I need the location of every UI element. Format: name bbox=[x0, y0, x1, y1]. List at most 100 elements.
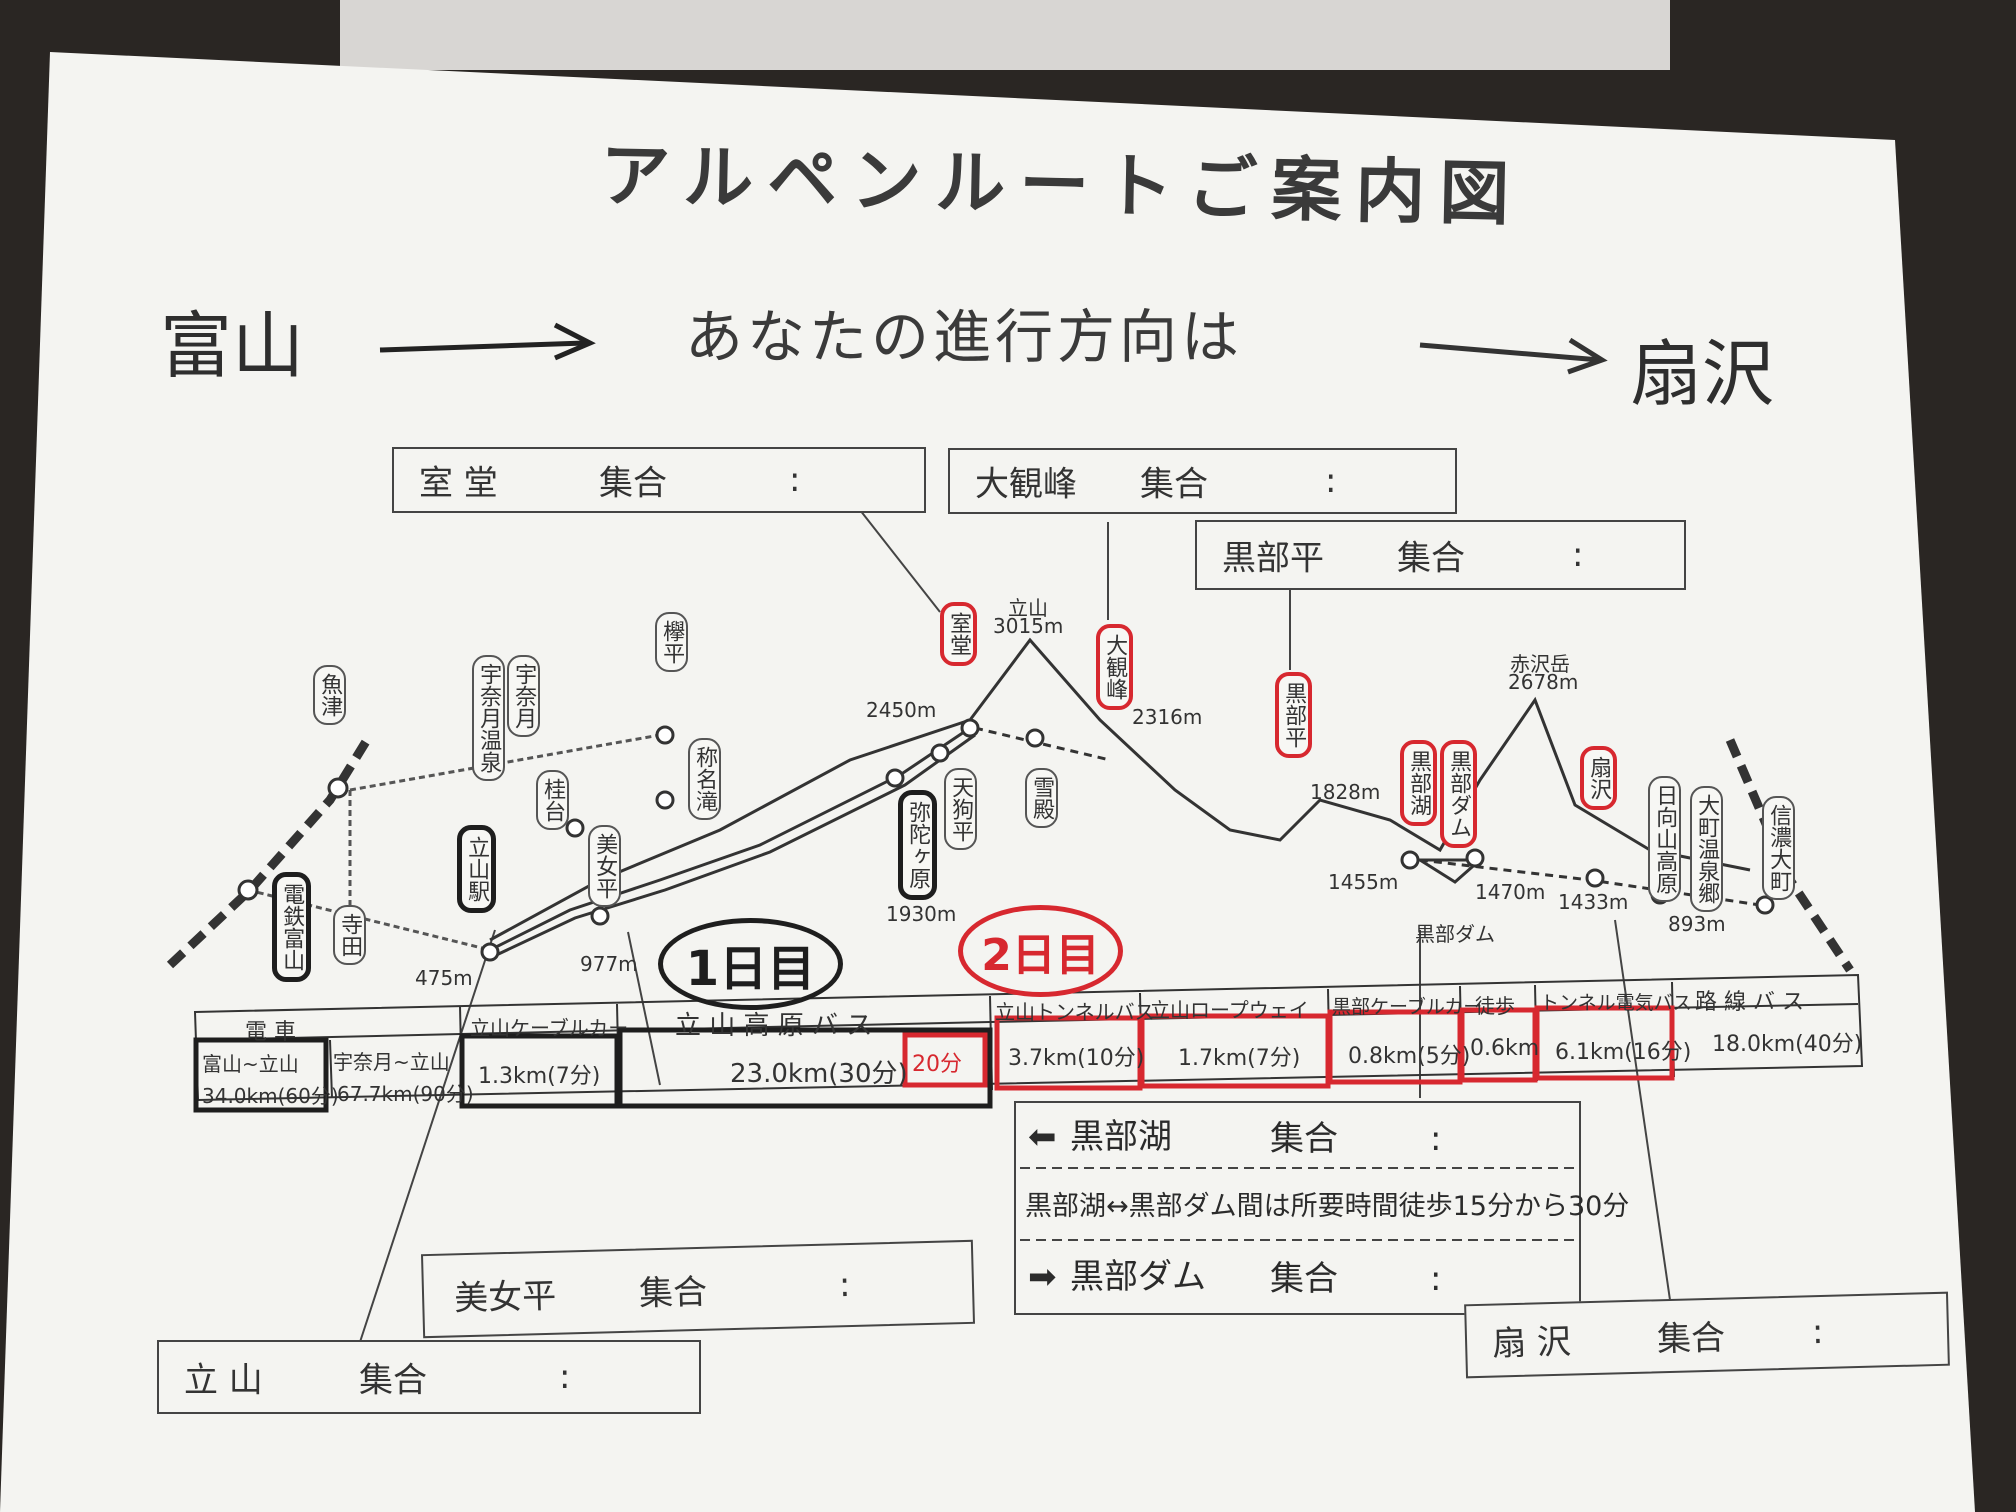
meeting-time: : bbox=[838, 1265, 851, 1306]
arrow-left-icon: ⬅ bbox=[1028, 1117, 1057, 1157]
segment-train-header: 電 車 bbox=[245, 1020, 296, 1045]
elev-midagahara: 1930m bbox=[886, 902, 957, 926]
station-ogisawa: 扇沢 bbox=[1580, 746, 1618, 810]
walking-note: 黒部湖↔黒部ダム間は所要時間徒歩15分から30分 bbox=[1025, 1191, 1630, 1222]
station-shomyo-falls: 称名滝 bbox=[688, 738, 722, 820]
meeting-label: 集合 bbox=[1140, 464, 1208, 505]
station-tateyama: 立山駅 bbox=[457, 825, 497, 913]
meeting-place: 立 山 bbox=[184, 1360, 263, 1401]
station-kurobeko: 黒部湖 bbox=[1400, 740, 1438, 826]
station-bijodaira: 美女平 bbox=[588, 825, 622, 907]
meeting-kurobedaira: 黒部平 集合 : bbox=[1195, 520, 1686, 590]
segment-cable-header: 立山ケーブルカー bbox=[470, 1016, 629, 1040]
station-keyakidaira: 欅平 bbox=[655, 612, 689, 672]
meeting-ogisawa: 扇 沢 集合 : bbox=[1464, 1291, 1950, 1379]
station-midagahara: 弥陀ヶ原 bbox=[898, 790, 938, 900]
elev-ogisawa: 1433m bbox=[1558, 890, 1629, 914]
meeting-place: 黒部平 bbox=[1222, 538, 1324, 579]
segment-train-route2: 宇奈月~立山 bbox=[333, 1050, 450, 1074]
day2-label: 2日目 bbox=[958, 905, 1123, 997]
meeting-time: : bbox=[559, 1357, 571, 1397]
station-unazuki-onsen: 宇奈月温泉 bbox=[472, 655, 506, 781]
segment-highland-bus-note: 20分 bbox=[912, 1052, 962, 1077]
direction-arrow-right bbox=[1419, 342, 1601, 363]
meeting-murodo: 室 堂 集合 : bbox=[392, 447, 926, 513]
origin-label: 富山 bbox=[160, 304, 305, 388]
elev-daikanbo: 2316m bbox=[1132, 705, 1203, 729]
arrow-right-icon: ➡ bbox=[1028, 1257, 1057, 1297]
meeting-time: : bbox=[789, 460, 801, 500]
segment-train-dist2: 67.7km(90分) bbox=[337, 1082, 474, 1106]
segment-kurobe-cable-value: 0.8km(5分) bbox=[1348, 1044, 1471, 1069]
peak-akazawa-name: 赤沢岳 bbox=[1510, 652, 1570, 676]
meeting-place: 室 堂 bbox=[419, 463, 498, 504]
station-murodo: 室堂 bbox=[940, 602, 978, 666]
day1-label: 1日目 bbox=[658, 918, 843, 1010]
segment-walk-header: 徒歩 bbox=[1475, 994, 1515, 1018]
station-kurobedaira: 黒部平 bbox=[1275, 672, 1313, 758]
meeting-tateyama: 立 山 集合 : bbox=[157, 1340, 701, 1414]
kurobedam-meeting-place: 黒部ダム bbox=[1070, 1257, 1206, 1297]
destination-label: 扇沢 bbox=[1630, 332, 1775, 416]
peak-akazawa-elev: 2678m bbox=[1508, 670, 1579, 694]
segment-highland-bus-value: 23.0km(30分) bbox=[730, 1059, 908, 1089]
segment-train-dist1: 34.0km(60分) bbox=[202, 1084, 339, 1108]
railway-track bbox=[166, 732, 374, 969]
elev-kurobeko: 1455m bbox=[1328, 870, 1399, 894]
meeting-label: 集合 bbox=[599, 463, 667, 504]
meeting-place: 美女平 bbox=[453, 1276, 557, 1319]
segment-tunnel-bus-header: 立山トンネルバス bbox=[995, 1000, 1155, 1024]
station-katsuradai: 桂台 bbox=[536, 770, 570, 830]
station-uozu: 魚津 bbox=[313, 665, 347, 725]
segment-trolley-header: トンネル電気バス bbox=[1540, 992, 1692, 1014]
elev-kurobedam: 1470m bbox=[1475, 880, 1546, 904]
direction-text: あなたの進行方向は bbox=[685, 303, 1244, 371]
station-terada: 寺田 bbox=[333, 905, 367, 965]
kurobeko-meeting-time: : bbox=[1430, 1119, 1442, 1159]
kurobeko-meeting-label: 集合 bbox=[1270, 1119, 1338, 1159]
segment-route-bus-header: 路 線 バ ス bbox=[1695, 990, 1804, 1015]
meeting-label: 集合 bbox=[1656, 1318, 1726, 1360]
meeting-place: 扇 沢 bbox=[1491, 1322, 1572, 1365]
station-hinatayama: 日向山高原 bbox=[1648, 776, 1682, 902]
station-kurobedam: 黒部ダム bbox=[1440, 740, 1478, 848]
meeting-label: 集合 bbox=[638, 1272, 708, 1315]
meeting-daikanbo: 大観峰 集合 : bbox=[948, 448, 1457, 514]
meeting-time: : bbox=[1572, 535, 1584, 575]
segment-kurobe-cable-header: 黒部ケーブルカー bbox=[1332, 996, 1483, 1018]
direction-arrow-left bbox=[379, 340, 586, 353]
elev-bijodaira: 977m bbox=[580, 952, 638, 976]
segment-ropeway-value: 1.7km(7分) bbox=[1178, 1046, 1301, 1071]
meeting-label: 集合 bbox=[1397, 538, 1465, 579]
segment-route-bus-value: 18.0km(40分) bbox=[1712, 1032, 1863, 1057]
label-kurobe-dam: 黒部ダム bbox=[1415, 922, 1495, 946]
station-tengudaira: 天狗平 bbox=[944, 768, 978, 850]
elev-omachi: 893m bbox=[1668, 912, 1726, 936]
elev-tateyama: 475m bbox=[415, 966, 473, 990]
station-unazuki: 宇奈月 bbox=[507, 655, 541, 737]
terrain-profile bbox=[489, 637, 1751, 942]
kurobeko-meeting-place: 黒部湖 bbox=[1070, 1117, 1172, 1157]
peak-tateyama-elev: 3015m bbox=[993, 614, 1064, 638]
station-yukidono: 雪殿 bbox=[1025, 768, 1059, 828]
elev-murodo: 2450m bbox=[866, 698, 937, 722]
segment-cable-value: 1.3km(7分) bbox=[478, 1064, 601, 1089]
meeting-time: : bbox=[1811, 1311, 1824, 1353]
segment-trolley-value: 6.1km(16分) bbox=[1555, 1040, 1692, 1065]
meeting-label: 集合 bbox=[359, 1360, 427, 1401]
segment-highland-bus-header: 立 山 高 原 バ ス bbox=[675, 1011, 873, 1041]
kurobedam-meeting-time: : bbox=[1430, 1259, 1442, 1299]
station-shinano-omachi: 信濃大町 bbox=[1762, 796, 1796, 900]
segment-walk-value: 0.6km bbox=[1470, 1036, 1540, 1061]
segment-tunnel-bus-value: 3.7km(10分) bbox=[1008, 1046, 1145, 1071]
station-omachi-onsen: 大町温泉郷 bbox=[1690, 786, 1724, 912]
station-dentetsu-toyama: 電鉄富山 bbox=[272, 872, 312, 982]
elev-kurobedaira: 1828m bbox=[1310, 780, 1381, 804]
page-title: アルペンルートご案内図 bbox=[599, 134, 1525, 236]
meeting-place: 大観峰 bbox=[975, 464, 1077, 505]
kurobe-callout-frame bbox=[1014, 1101, 1581, 1315]
segment-train-route1: 富山~立山 bbox=[202, 1052, 299, 1076]
meeting-bijodaira: 美女平 集合 : bbox=[420, 1239, 976, 1339]
